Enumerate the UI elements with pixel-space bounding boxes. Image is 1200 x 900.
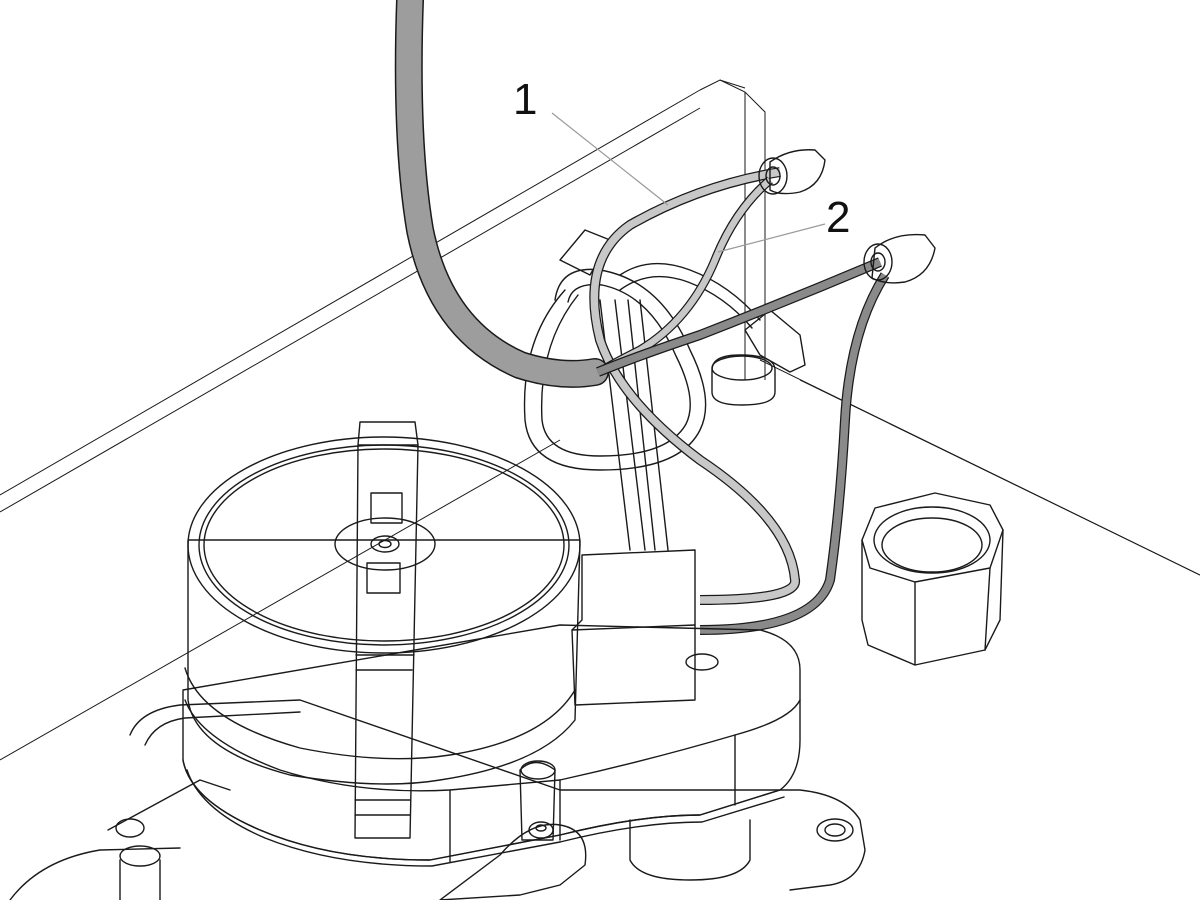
hex-nut [861, 492, 1004, 666]
main-tube [394, 0, 609, 388]
upper-connector [758, 149, 826, 195]
pump-motor [182, 421, 801, 900]
callout-label-2: 2 [826, 193, 850, 242]
callout-leaders [551, 112, 826, 253]
tube-1 [589, 167, 800, 605]
lower-connector [863, 233, 936, 284]
callout-label-1: 1 [513, 75, 537, 124]
mounting-bracket [9, 699, 866, 900]
white-tubes [523, 229, 806, 551]
dark-tubes [596, 257, 890, 635]
base-plate [0, 79, 1200, 761]
